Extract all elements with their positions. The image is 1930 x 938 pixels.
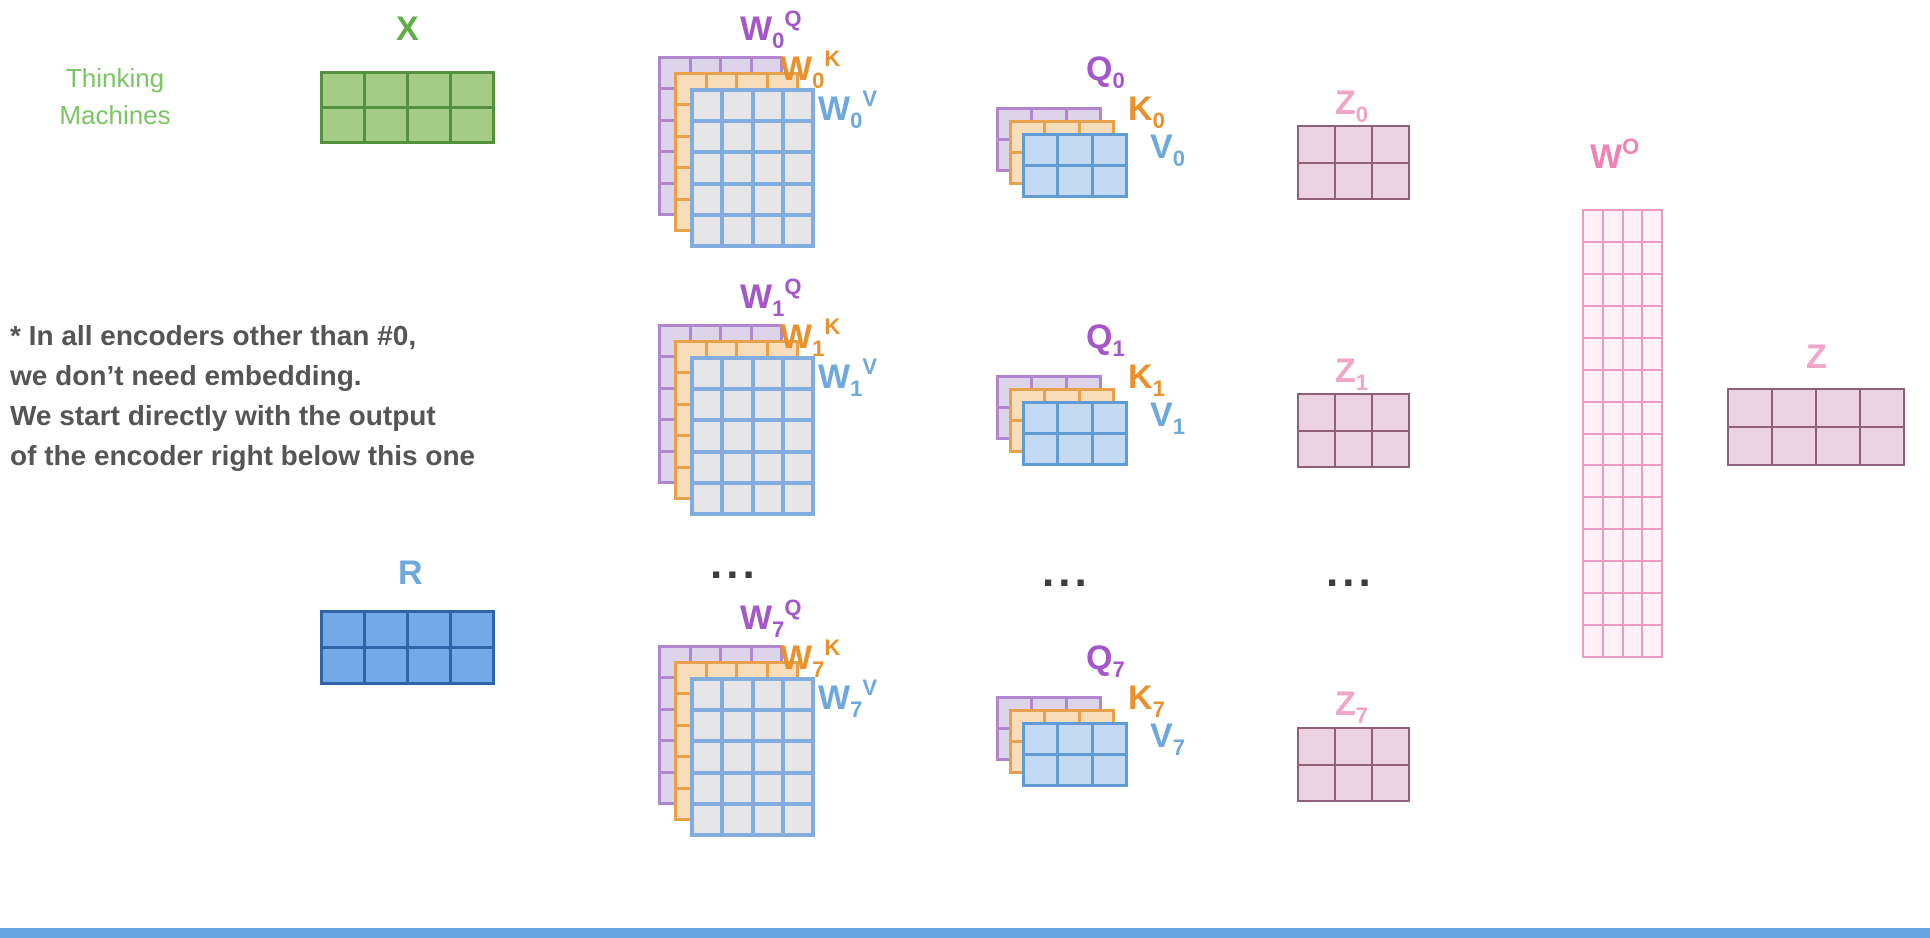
watermark-line1: Thinking bbox=[65, 63, 165, 93]
note-line-3: We start directly with the output bbox=[10, 400, 436, 431]
wo-label: WO bbox=[1590, 134, 1640, 176]
wk-label-head0: W0K bbox=[780, 46, 841, 93]
v-label-head1: V1 bbox=[1150, 396, 1185, 439]
bottom-blue-bar bbox=[0, 928, 1930, 938]
x-matrix bbox=[320, 71, 495, 144]
wo-matrix bbox=[1582, 209, 1663, 658]
wk-label-head1: W1K bbox=[780, 314, 841, 361]
k-label-head7: K7 bbox=[1128, 679, 1165, 722]
x-label: X bbox=[396, 10, 419, 48]
k-label-head0: K0 bbox=[1128, 90, 1165, 133]
z-matrix-head7 bbox=[1297, 727, 1410, 802]
wk-label-head7: W7K bbox=[780, 635, 841, 682]
v-label-head7: V7 bbox=[1150, 717, 1185, 760]
wv-label-head0: W0V bbox=[818, 86, 878, 133]
v-label-head0: V0 bbox=[1150, 128, 1185, 171]
q-label-head0: Q0 bbox=[1086, 50, 1125, 93]
v-matrix-head0 bbox=[1022, 133, 1128, 198]
wv-matrix-head1 bbox=[690, 356, 815, 516]
wq-label-head0: W0Q bbox=[740, 6, 802, 53]
wv-label-head1: W1V bbox=[818, 354, 878, 401]
watermark-line2: Machines bbox=[59, 100, 171, 130]
z-matrix-head1 bbox=[1297, 393, 1410, 468]
ellipsis-qkv-column: ... bbox=[1042, 547, 1091, 596]
note-line-4: of the encoder right below this one bbox=[10, 440, 476, 471]
note-text: * In all encoders other than #0, we don’… bbox=[10, 316, 475, 476]
wv-matrix-head7 bbox=[690, 677, 815, 837]
z-final-label: Z bbox=[1806, 338, 1827, 376]
wv-matrix-head0 bbox=[690, 88, 815, 248]
note-line-1: * In all encoders other than #0, bbox=[10, 320, 417, 351]
q-label-head1: Q1 bbox=[1086, 318, 1125, 361]
v-matrix-head7 bbox=[1022, 722, 1128, 787]
v-matrix-head1 bbox=[1022, 401, 1128, 466]
wq-label-head7: W7Q bbox=[740, 595, 802, 642]
note-line-2: we don’t need embedding. bbox=[10, 360, 362, 391]
q-label-head7: Q7 bbox=[1086, 639, 1125, 682]
z-matrix-head0 bbox=[1297, 125, 1410, 200]
wv-label-head7: W7V bbox=[818, 675, 878, 722]
r-matrix bbox=[320, 610, 495, 685]
z-label-head1: Z1 bbox=[1335, 352, 1369, 395]
ellipsis-z-column: ... bbox=[1326, 547, 1375, 596]
z-final-matrix bbox=[1727, 388, 1905, 466]
wq-label-head1: W1Q bbox=[740, 274, 802, 321]
k-label-head1: K1 bbox=[1128, 358, 1165, 401]
ellipsis-w-column: ... bbox=[710, 539, 759, 588]
z-label-head0: Z0 bbox=[1335, 84, 1369, 127]
watermark: Thinking Machines bbox=[40, 60, 190, 134]
r-label: R bbox=[398, 554, 423, 592]
z-label-head7: Z7 bbox=[1335, 685, 1369, 728]
